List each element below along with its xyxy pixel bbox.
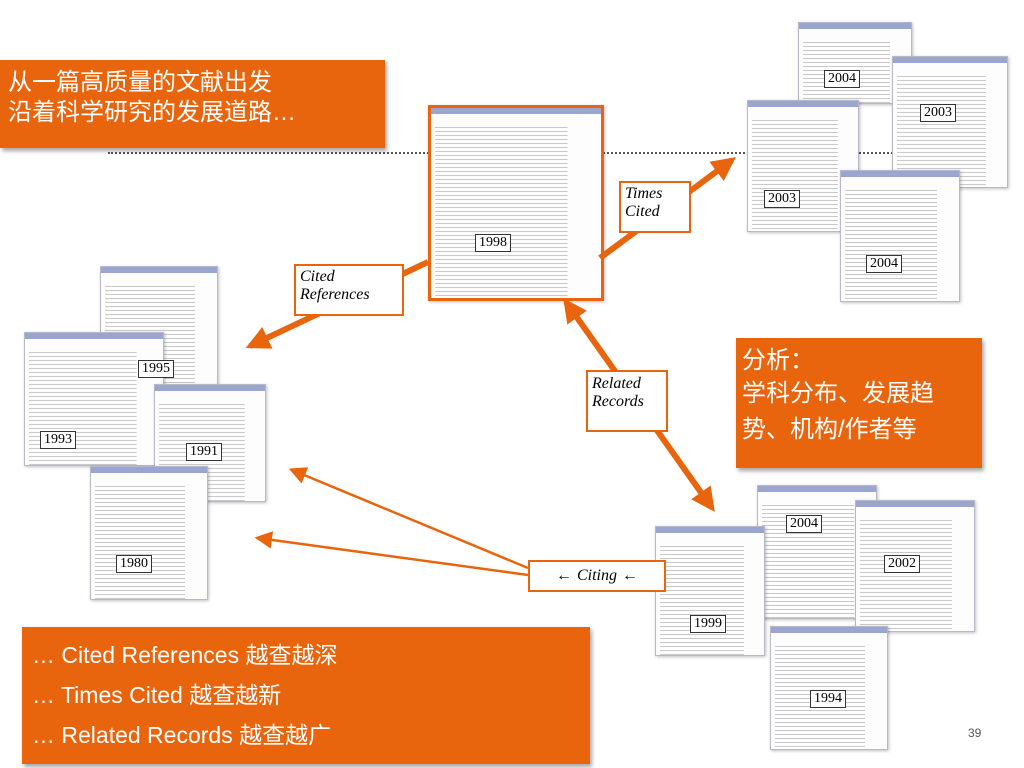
year-label: 2004 bbox=[824, 70, 860, 88]
summary-line: … Cited References 越查越深 bbox=[32, 642, 338, 668]
year-label: 1999 bbox=[690, 615, 726, 633]
related-doc-4 bbox=[770, 626, 888, 750]
year-label: 1991 bbox=[186, 443, 222, 461]
year-label: 2004 bbox=[786, 515, 822, 533]
year-label: 1995 bbox=[138, 360, 174, 378]
year-label: 1994 bbox=[810, 690, 846, 708]
left-arrow-icon: ← bbox=[622, 567, 638, 584]
times-cited-doc-4 bbox=[840, 170, 960, 302]
cited-ref-doc-4 bbox=[90, 466, 208, 600]
citing-arrow-upper bbox=[288, 467, 529, 570]
year-label: 2003 bbox=[764, 190, 800, 208]
year-label: 2003 bbox=[920, 104, 956, 122]
analysis-box: 分析： 学科分布、发展趋 势、机构/作者等 bbox=[736, 338, 982, 468]
related-records-label: Related Records bbox=[586, 370, 668, 432]
times-cited-label: Times Cited bbox=[619, 181, 691, 233]
title-line-2: 沿着科学研究的发展道路… bbox=[8, 99, 296, 126]
title-line-1: 从一篇高质量的文献出发 bbox=[8, 69, 272, 96]
year-label: 1998 bbox=[475, 234, 511, 252]
related-doc-3 bbox=[655, 526, 765, 656]
title-box: 从一篇高质量的文献出发 沿着科学研究的发展道路… bbox=[0, 60, 385, 148]
main-record-doc bbox=[428, 105, 604, 301]
year-label: 2004 bbox=[866, 255, 902, 273]
year-label: 1993 bbox=[40, 431, 76, 449]
page-number: 39 bbox=[968, 726, 982, 740]
left-arrow-icon: ← bbox=[555, 567, 572, 584]
times-cited-doc-3 bbox=[747, 100, 859, 232]
year-label: 2002 bbox=[884, 555, 920, 573]
summary-line: … Times Cited 越查越新 bbox=[32, 682, 282, 708]
citing-label: ← Citing ← bbox=[528, 560, 666, 592]
summary-line: … Related Records 越查越广 bbox=[32, 722, 332, 748]
year-label: 1980 bbox=[116, 555, 152, 573]
citing-arrow-lower bbox=[254, 531, 529, 577]
cited-references-label: Cited References bbox=[294, 264, 404, 316]
summary-box: … Cited References 越查越深 … Times Cited 越查… bbox=[22, 627, 590, 764]
